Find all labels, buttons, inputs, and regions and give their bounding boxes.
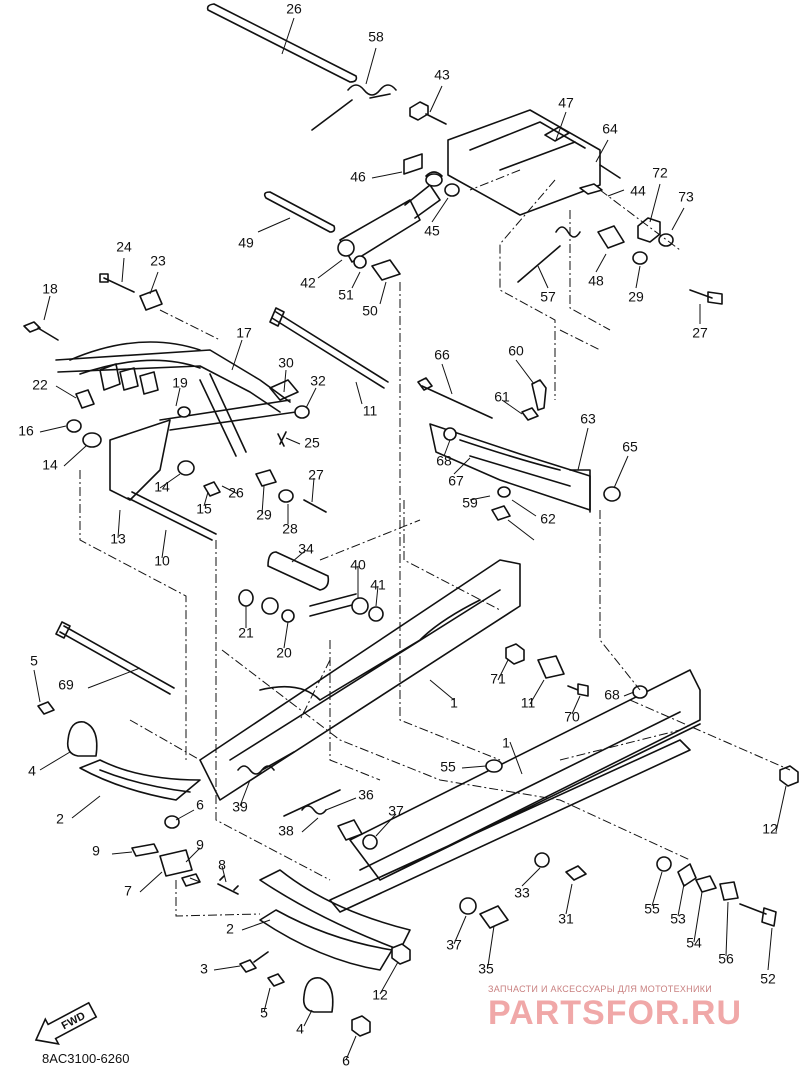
callout: 55 — [644, 901, 660, 917]
callout: 22 — [32, 377, 48, 393]
callout: 28 — [282, 521, 298, 537]
callout: 2 — [226, 921, 234, 937]
callout: 1 — [450, 695, 458, 711]
callout: 4 — [28, 763, 36, 779]
watermark-tagline: ЗАПЧАСТИ И АКСЕССУАРЫ ДЛЯ МОТОТЕХНИКИ — [488, 984, 713, 994]
callout: 56 — [718, 951, 734, 967]
callout: 31 — [558, 911, 574, 927]
callout: 8 — [218, 857, 226, 873]
part-drawings — [23, 3, 799, 1037]
callout: 3 — [200, 961, 208, 977]
callout: 70 — [564, 709, 580, 725]
callout: 19 — [172, 375, 188, 391]
callout: 40 — [350, 557, 366, 573]
callout: 39 — [232, 799, 248, 815]
callout: 11 — [521, 695, 536, 711]
callout: 29 — [256, 507, 272, 523]
callout: 16 — [18, 423, 34, 439]
watermark-logo: PARTSFOR.RU — [488, 994, 743, 1032]
callout: 14 — [42, 457, 58, 473]
callout: 52 — [760, 971, 776, 987]
callout: 27 — [692, 325, 708, 341]
callout: 72 — [652, 165, 668, 181]
callout: 60 — [508, 343, 524, 359]
callout: 1 — [502, 735, 510, 751]
callout: 18 — [42, 281, 58, 297]
callout: 29 — [628, 289, 644, 305]
callout: 5 — [30, 653, 38, 669]
callout: 63 — [580, 411, 596, 427]
callout: 27 — [308, 467, 324, 483]
callout: 50 — [362, 303, 378, 319]
callout: 61 — [494, 389, 510, 405]
callout: 11 — [363, 403, 378, 419]
callout: 36 — [358, 787, 374, 803]
callout: 66 — [434, 347, 450, 363]
reference-lines — [79, 169, 791, 917]
callout: 17 — [236, 325, 252, 341]
fwd-arrow: FWD — [34, 1001, 98, 1045]
callout: 30 — [278, 355, 294, 371]
callout: 21 — [238, 625, 254, 641]
callout: 24 — [116, 239, 132, 255]
callout: 41 — [370, 577, 386, 593]
callout: 32 — [310, 373, 326, 389]
callout: 23 — [150, 253, 166, 269]
callout: 48 — [588, 273, 604, 289]
callout: 45 — [424, 223, 440, 239]
callout: 44 — [630, 183, 646, 199]
callout: 37 — [388, 803, 404, 819]
callout: 64 — [602, 121, 618, 137]
callout: 15 — [196, 501, 212, 517]
callout: 37 — [446, 937, 462, 953]
diagram-code: 8AC3100-6260 — [42, 1051, 130, 1066]
callout: 10 — [154, 553, 170, 569]
callout: 58 — [368, 29, 384, 45]
callout: 2 — [56, 811, 64, 827]
callout: 35 — [478, 961, 494, 977]
callout: 4 — [296, 1021, 304, 1037]
callout: 9 — [92, 843, 100, 859]
callout: 53 — [670, 911, 686, 927]
callout: 43 — [434, 67, 450, 83]
callout: 34 — [298, 541, 314, 557]
callout: 42 — [300, 275, 316, 291]
callout: 13 — [110, 531, 126, 547]
callout: 51 — [338, 287, 354, 303]
callout: 7 — [124, 883, 132, 899]
callout: 68 — [604, 687, 620, 703]
callout: 14 — [154, 479, 170, 495]
leader-lines — [33, 17, 787, 1061]
callout: 6 — [342, 1053, 350, 1069]
callout: 67 — [448, 473, 464, 489]
fwd-arrow-icon — [34, 1001, 98, 1045]
callout: 49 — [238, 235, 254, 251]
callout: 65 — [622, 439, 638, 455]
callout: 9 — [196, 837, 204, 853]
callout: 5 — [260, 1005, 268, 1021]
callout: 33 — [514, 885, 530, 901]
callout: 57 — [540, 289, 556, 305]
callout: 25 — [304, 435, 320, 451]
callout-labels: 26 58 43 47 64 46 44 72 73 45 49 24 23 4… — [18, 1, 778, 1069]
callout: 62 — [540, 511, 556, 527]
callout: 12 — [372, 987, 388, 1003]
callout: 71 — [490, 671, 506, 687]
callout: 59 — [462, 495, 478, 511]
callout: 68 — [436, 453, 452, 469]
callout: 47 — [558, 95, 574, 111]
callout: 54 — [686, 935, 702, 951]
callout: 12 — [762, 821, 778, 837]
callout: 73 — [678, 189, 694, 205]
callout: 69 — [58, 677, 74, 693]
callout: 20 — [276, 645, 292, 661]
callout: 55 — [440, 759, 456, 775]
callout: 6 — [196, 797, 204, 813]
callout: 26 — [286, 1, 302, 17]
callout: 46 — [350, 169, 366, 185]
callout: 26 — [228, 485, 244, 501]
callout: 38 — [278, 823, 294, 839]
